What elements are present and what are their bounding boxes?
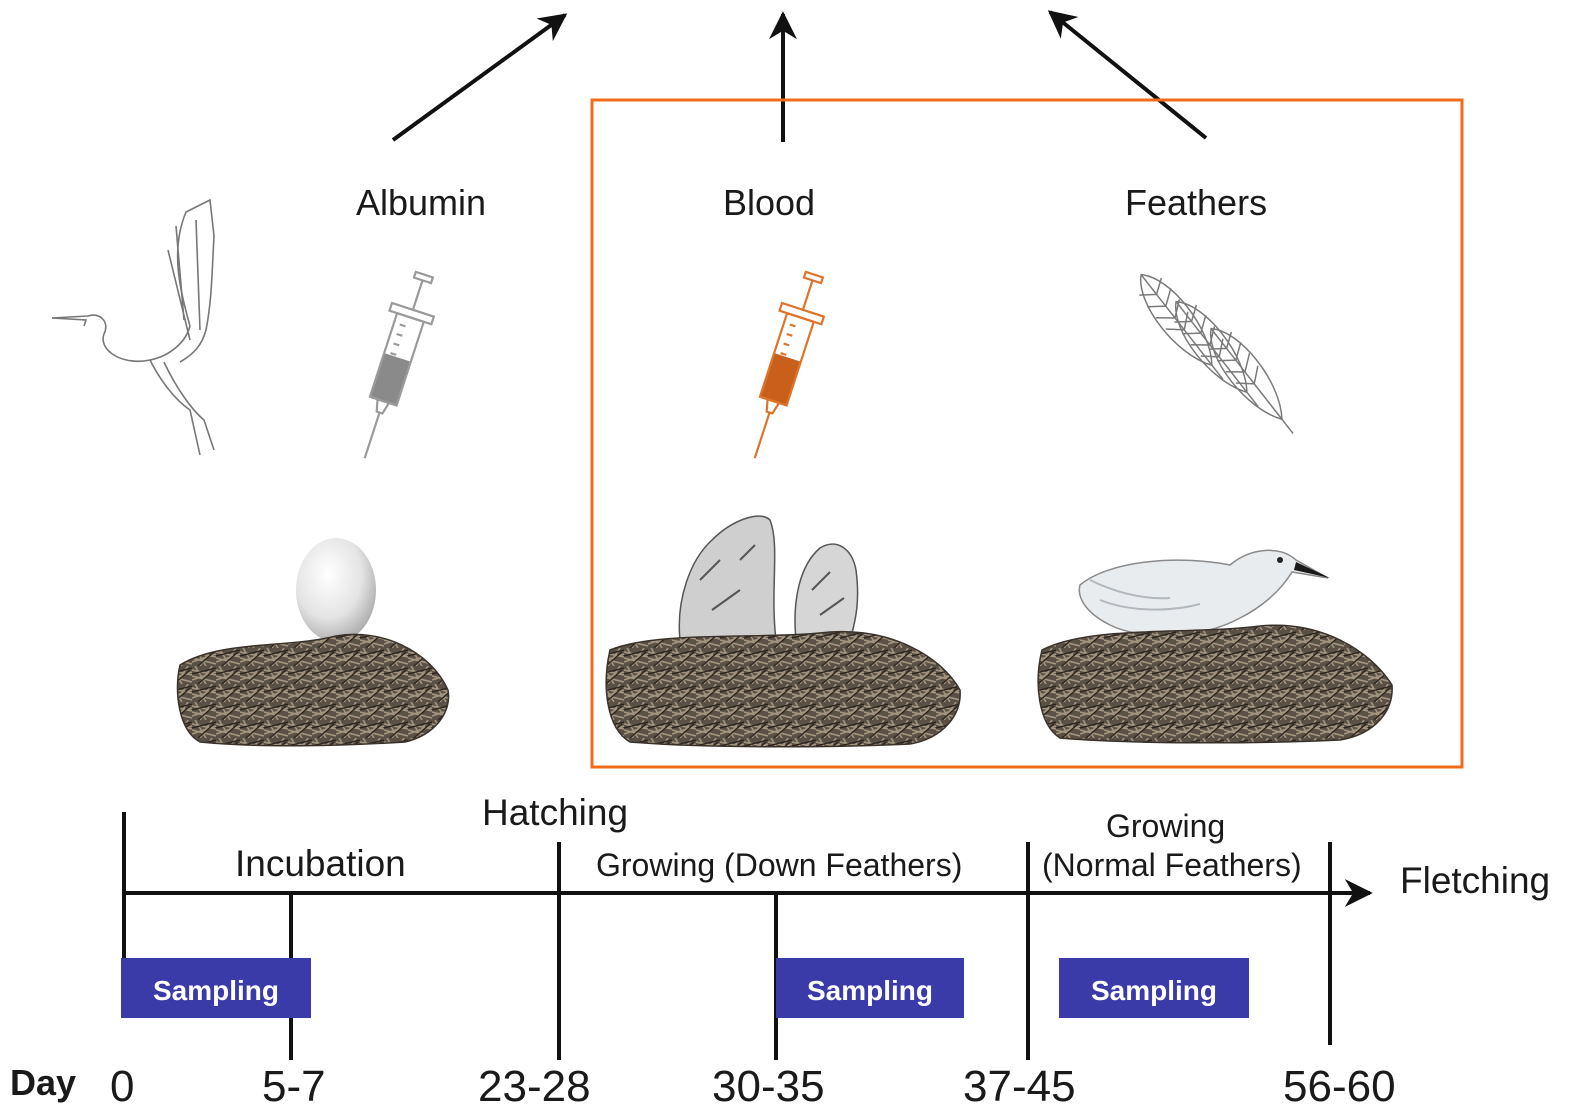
sampling-box-3: Sampling <box>1059 958 1249 1018</box>
arrow-feathers <box>1047 10 1208 140</box>
feathers-icon <box>1139 273 1294 434</box>
arrow-albumin <box>391 13 568 142</box>
day-value-5-7: 5-7 <box>262 1062 326 1111</box>
label-hatching: Hatching <box>482 792 629 833</box>
day-label: Day <box>10 1062 77 1103</box>
day-value-30-35: 30-35 <box>712 1062 825 1111</box>
highlight-box <box>590 98 1464 769</box>
sampling-box-1: Sampling <box>121 958 311 1018</box>
egg-in-nest-icon <box>176 538 450 747</box>
juvenile-in-nest-icon <box>1037 549 1393 744</box>
label-feathers: Feathers <box>1125 182 1268 223</box>
label-blood: Blood <box>723 182 816 223</box>
day-value-23-28: 23-28 <box>478 1062 591 1111</box>
sampling-label: Sampling <box>1091 975 1217 1006</box>
label-albumin: Albumin <box>356 182 487 223</box>
label-growing-normal-1: Growing <box>1106 808 1226 844</box>
sampling-box-2: Sampling <box>776 958 964 1018</box>
syringe-icon <box>363 270 436 459</box>
label-growing-normal-2: (Normal Feathers) <box>1042 847 1302 883</box>
heron-sketch-icon <box>51 198 215 456</box>
sampling-label: Sampling <box>153 975 279 1006</box>
chicks-in-nest-icon <box>605 515 961 748</box>
sampling-label: Sampling <box>807 975 933 1006</box>
label-growing-down: Growing (Down Feathers) <box>596 847 963 883</box>
day-value-37-45: 37-45 <box>963 1062 1076 1111</box>
day-value-56-60: 56-60 <box>1283 1062 1396 1111</box>
label-incubation: Incubation <box>235 843 406 884</box>
day-value-0: 0 <box>110 1062 135 1111</box>
syringe-icon <box>753 270 826 459</box>
label-fletching: Fletching <box>1400 860 1551 901</box>
